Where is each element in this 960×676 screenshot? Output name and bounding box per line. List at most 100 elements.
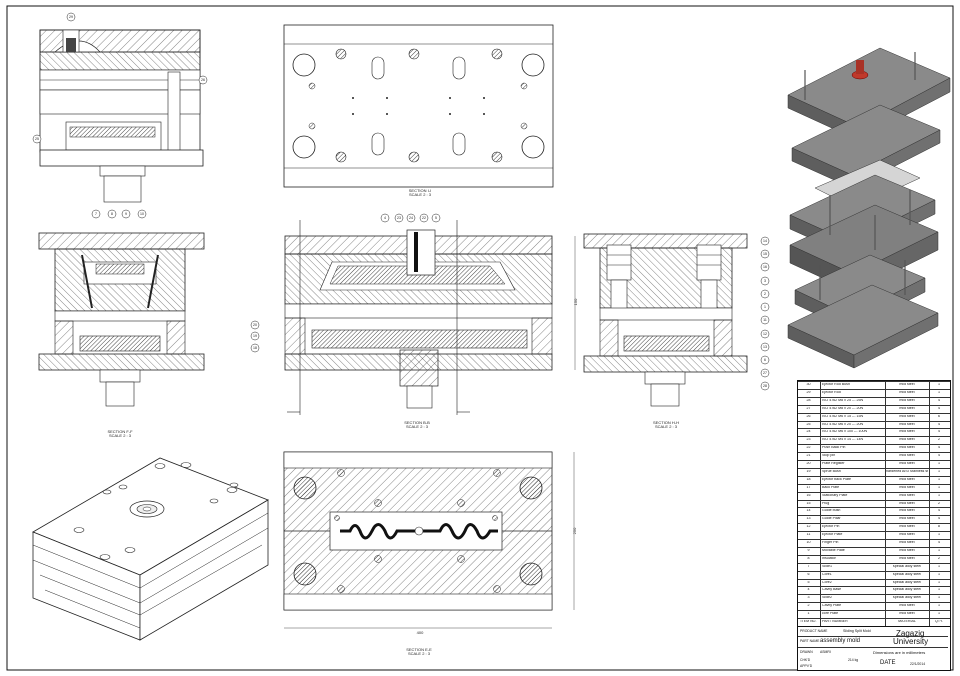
- bom-cell-item: 30: [806, 383, 811, 386]
- bom-cell-item: 27: [806, 406, 811, 410]
- bom-cell-qty: 1: [938, 548, 940, 552]
- bom-cell-name: Back Plate: [822, 485, 840, 489]
- view-top-plan: [283, 24, 554, 188]
- bom-column-divider: [885, 381, 886, 627]
- bom-cell-material: mild steel: [899, 493, 915, 497]
- view-section-f: [38, 232, 205, 407]
- bom-cell-item: 2: [807, 604, 810, 608]
- bom-cell-item: 8: [807, 556, 810, 560]
- date-label: DATE: [880, 660, 896, 666]
- balloon-number: 10: [140, 212, 144, 216]
- section-label-h: SECTION H-H SCALE 2 : 3: [653, 420, 679, 429]
- bom-cell-item: 16: [806, 493, 811, 497]
- checked-label: CHK'D: [800, 658, 811, 662]
- bom-cell-material: mild steel: [899, 612, 915, 616]
- bom-cell-qty: 4: [938, 517, 940, 521]
- view-top-left-section: [39, 29, 204, 203]
- bom-cell-name: Plug: [822, 501, 830, 505]
- bom-cell-material: special alloy steel: [892, 596, 922, 600]
- bom-cell-name: Guide Pillar: [822, 517, 841, 521]
- view-section-h: [583, 233, 748, 407]
- bom-cell-name: Slide2: [822, 596, 832, 600]
- bom-column-divider: [929, 381, 930, 627]
- bom-cell-material: mild steel: [899, 477, 915, 481]
- bom-cell-name: Ejector Plate: [822, 533, 843, 537]
- bom-cell-material: mild steel: [899, 398, 915, 402]
- date-value: 22/1/2014: [910, 662, 926, 666]
- view-exploded-3d: [787, 47, 951, 369]
- balloon-number: 3: [764, 279, 766, 283]
- bom-cell-material: MATERIAL: [898, 620, 916, 623]
- note: Dimensions are in millimeters: [873, 650, 926, 655]
- bom-cell-item: 11: [806, 533, 811, 537]
- bom-cell-item: 10: [806, 541, 811, 544]
- balloon-number: 14: [763, 239, 767, 243]
- view-isometric: [32, 457, 269, 641]
- balloons: [32, 12, 770, 391]
- product-name: Sliding Split Mold: [843, 629, 871, 633]
- balloon-number: 23: [397, 216, 401, 220]
- bom-cell-qty: 1: [938, 383, 940, 386]
- bom-cell-item: 13: [806, 517, 811, 521]
- balloon-number: 26: [201, 78, 205, 82]
- bom-cell-material: mild steel: [899, 556, 915, 560]
- bom-cell-item: 22: [806, 446, 811, 450]
- bom-cell-name: Insulator: [822, 556, 836, 560]
- bom-cell-qty: 2: [938, 501, 940, 505]
- bom-cell-qty: 4: [938, 446, 940, 450]
- bom-cell-material: mild steel: [899, 406, 915, 410]
- bom-cell-qty: 4: [938, 541, 940, 544]
- bom-cell-qty: 1: [938, 612, 940, 616]
- bom-cell-material: special alloy steel: [892, 580, 922, 584]
- bom-cell-name: Sprue Bush: [822, 469, 841, 473]
- bom-cell-material: mild steel: [899, 446, 915, 450]
- balloon-number: 20: [253, 323, 257, 327]
- balloon-number: 6: [764, 358, 766, 362]
- balloon-number: 9: [125, 212, 127, 216]
- part-name: assembly mold: [820, 638, 861, 644]
- bom-cell-material: mild steel: [899, 604, 915, 608]
- drawn-label: DRAWN: [800, 650, 813, 654]
- section-label-top: SECTION I-I SCALE 2 : 3: [408, 188, 432, 197]
- bom-cell-material: mild steel: [899, 462, 915, 465]
- bom-column-divider: [820, 381, 821, 627]
- balloon-number: 5: [435, 216, 437, 220]
- view-section-e: [283, 451, 575, 629]
- balloon-number: 7: [95, 212, 97, 216]
- bom-cell-qty: 4: [938, 509, 940, 513]
- balloon-number: 25: [35, 137, 39, 141]
- bom-cell-material: hardened AISI Stainless steel bronz: [886, 469, 928, 473]
- balloon-number: 16: [763, 265, 767, 269]
- university-line1: Zagazig: [896, 629, 925, 638]
- bom-cell-qty: 1: [938, 564, 940, 568]
- bom-cell-name: Ejector back Plate: [822, 477, 851, 481]
- bom-cell-material: mild steel: [899, 485, 915, 489]
- approved-label: APPV'D: [800, 664, 813, 668]
- bom-cell-item: 9: [807, 548, 810, 552]
- bom-cell-material: mild steel: [899, 517, 915, 521]
- balloon-number: 19: [253, 334, 257, 338]
- balloon-number: 27: [763, 371, 767, 375]
- bom-cell-qty: 8: [938, 525, 940, 529]
- bom-cell-item: 12: [806, 525, 811, 529]
- bom-cell-material: mild steel: [899, 541, 915, 544]
- bom-cell-name: ISO 4762 M6 x 15 --- 15N: [822, 414, 864, 418]
- bom-cell-qty: 1: [938, 390, 940, 394]
- bom-cell-name: Ejector Rod: [822, 390, 841, 394]
- drawn-by: ASMRI: [820, 650, 831, 654]
